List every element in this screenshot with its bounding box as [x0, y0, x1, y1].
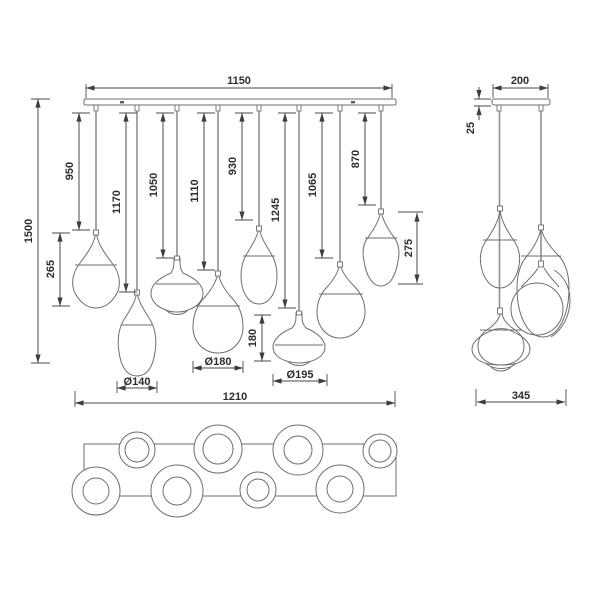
dim-shade-height-6-label: 180: [247, 329, 259, 347]
side-dimensions: 200 25 345: [465, 75, 567, 406]
dim-diameter-195-label: Ø195: [287, 369, 314, 381]
dim-drop-5-label: 930: [227, 157, 239, 175]
dim-drop-3-label: 1050: [148, 173, 160, 197]
ceiling-bar: [83, 98, 397, 106]
pendant-2-shade: [117, 290, 157, 377]
pendant-5-shade: [240, 226, 278, 305]
dim-side-canopy-width-label: 200: [511, 75, 529, 87]
dim-drop-1-label: 950: [64, 162, 76, 180]
dim-diameter-180-label: Ø180: [205, 356, 232, 368]
pendant-1-shade: [72, 230, 120, 309]
dim-shade-height-1-label: 265: [45, 260, 57, 278]
front-view: 1150 1500 950 1170 1050 1110 930: [23, 75, 423, 407]
dim-drop-4-label: 1110: [189, 179, 201, 202]
front-dimensions: 1150 1500 950 1170 1050 1110 930: [23, 75, 423, 407]
pendant-3-shade: [150, 257, 204, 313]
dim-drop-2-label: 1170: [111, 190, 123, 214]
pendant-cluster-side: [471, 205, 571, 372]
dim-overall-width-label: 1210: [223, 391, 247, 403]
screw-mark: [351, 101, 355, 104]
cord-hangers: [93, 104, 384, 112]
plan-view: [71, 424, 398, 518]
dim-canopy-thickness-label: 25: [465, 122, 477, 134]
pendant-shades-front: [72, 208, 400, 377]
pendant-cords: [95, 111, 382, 314]
dim-diameter-140-label: Ø140: [124, 376, 151, 388]
dim-side-overall-width-label: 345: [512, 390, 530, 402]
dim-drop-6-label: 1245: [270, 198, 282, 222]
pendant-7-shade: [316, 262, 366, 339]
plan-shade-circles: [71, 424, 398, 518]
dim-canopy-width-label: 1150: [227, 75, 251, 87]
dim-drop-7-label: 1065: [307, 173, 319, 197]
side-canopy: [491, 98, 551, 106]
pendant-4-shade: [192, 271, 244, 354]
dim-total-height-label: 1500: [23, 219, 35, 243]
pendant-8-shade: [362, 209, 400, 287]
dim-drop-8-label: 870: [350, 150, 362, 168]
dim-shade-height-8-label: 275: [403, 239, 415, 257]
pendant-6-shade: [272, 312, 326, 364]
side-view: 200 25 345: [465, 75, 571, 406]
screw-mark: [120, 101, 124, 104]
